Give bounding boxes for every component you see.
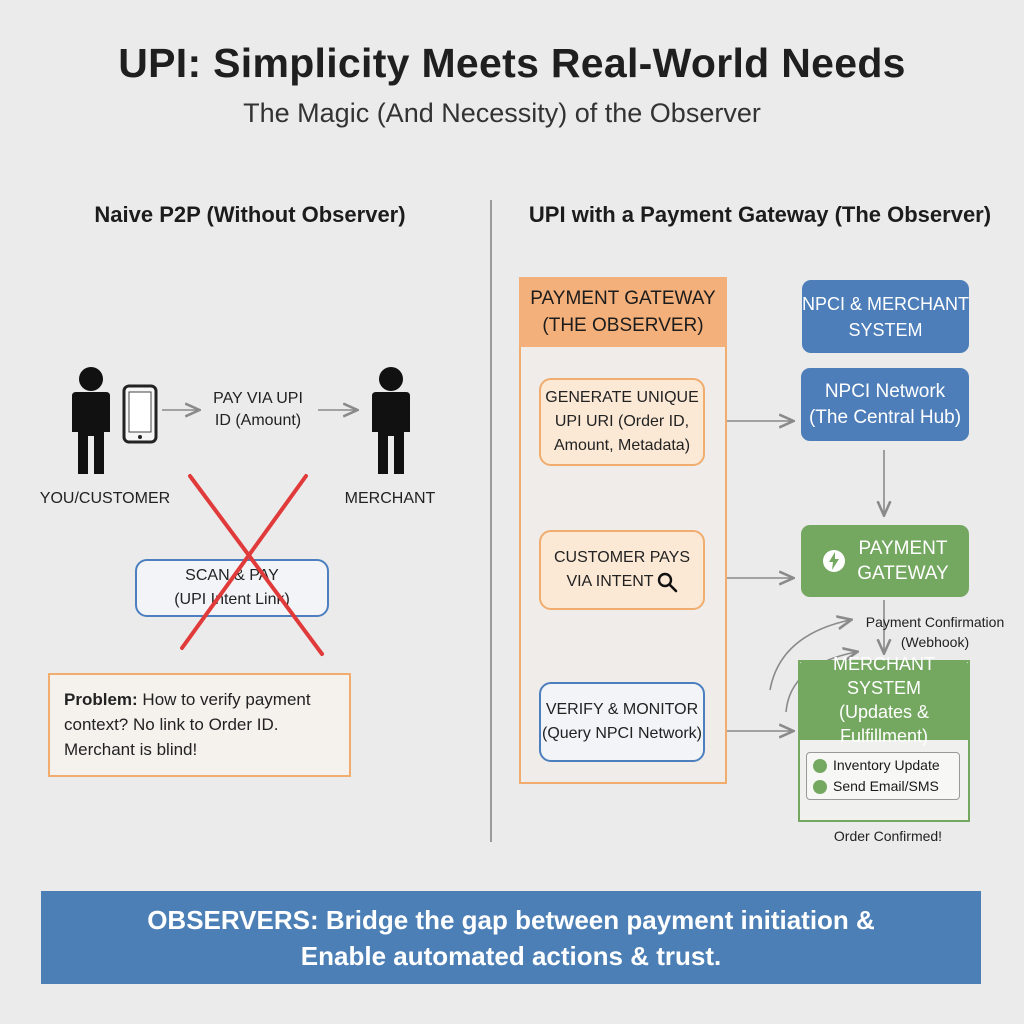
inventory-icon (813, 758, 827, 773)
merchant-person-icon (372, 367, 410, 474)
inventory-update-item: Inventory Update (813, 755, 953, 776)
email-icon (813, 779, 827, 794)
payment-gateway-green-box: PAYMENT GATEWAY (801, 525, 969, 597)
right-section-heading: UPI with a Payment Gateway (The Observer… (528, 202, 992, 227)
send-email-item: Send Email/SMS (813, 776, 953, 797)
scan-and-pay-box: SCAN & PAY (UPI Intent Link) (135, 559, 329, 617)
fulfillment-actions: Inventory Update Send Email/SMS (806, 752, 960, 800)
left-section-heading: Naive P2P (Without Observer) (94, 202, 406, 227)
red-cross-icon (180, 474, 324, 656)
verify-monitor-step: VERIFY & MONITOR (Query NPCI Network) (539, 682, 705, 762)
payment-gateway-header: PAYMENT GATEWAY (THE OBSERVER) (519, 277, 727, 347)
payment-confirmation-label: Payment Confirmation (Webhook) (865, 614, 1005, 650)
customer-pays-step: CUSTOMER PAYS VIA INTENT (539, 530, 705, 610)
customer-label: YOU/CUSTOMER (39, 490, 171, 507)
customer-person-icon (72, 367, 110, 474)
generate-uri-step: GENERATE UNIQUE UPI URI (Order ID, Amoun… (539, 378, 705, 466)
pay-via-upi-label: PAY VIA UPI ID (Amount) (213, 390, 303, 429)
page-subtitle: The Magic (And Necessity) of the Observe… (243, 98, 761, 128)
phone-icon (122, 384, 158, 444)
problem-box: Problem: How to verify payment context? … (48, 673, 351, 777)
order-confirmed-label: Order Confirmed! (833, 828, 943, 844)
merchant-system-header: MERCHANT SYSTEM (Updates & Fulfillment) (798, 654, 970, 746)
page-title: UPI: Simplicity Meets Real-World Needs (118, 40, 906, 86)
lightning-icon (823, 550, 846, 572)
npci-merchant-system-box: NPCI & MERCHANT SYSTEM (802, 280, 969, 353)
merchant-label: MERCHANT (344, 490, 436, 507)
npci-network-box: NPCI Network (The Central Hub) (801, 368, 969, 441)
magnifier-icon (657, 572, 677, 593)
section-divider (490, 200, 492, 842)
bottom-banner: OBSERVERS: Bridge the gap between paymen… (41, 891, 981, 984)
